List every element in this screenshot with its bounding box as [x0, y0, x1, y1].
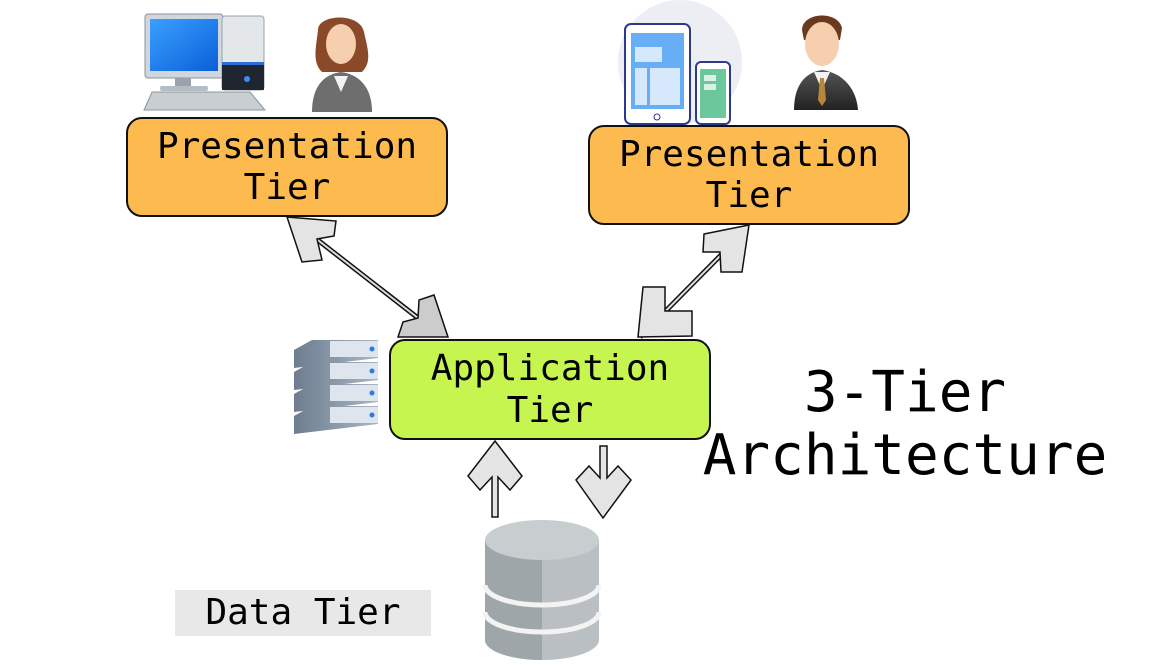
diagram-title-line1: 3-Tier	[803, 360, 1007, 425]
tablet-phone-icon	[618, 0, 742, 125]
desktop-computer-icon	[143, 13, 267, 111]
diagram-title-line2: Architecture	[702, 422, 1108, 488]
presentation-tier-left-line2: Tier	[243, 167, 331, 208]
male-user-icon	[794, 15, 858, 110]
database-icon	[482, 520, 602, 660]
server-rack-icon	[294, 340, 378, 434]
bidirectional-arrow-left	[285, 216, 450, 338]
presentation-tier-left: Presentation Tier	[126, 117, 448, 217]
bidirectional-arrow-right	[637, 224, 750, 339]
data-tier-label: Data Tier	[175, 590, 431, 636]
application-tier-line2: Tier	[506, 389, 594, 431]
presentation-tier-left-line1: Presentation	[156, 125, 418, 167]
diagram-title: 3-Tier Architecture	[680, 360, 1130, 488]
downward-arrow	[575, 445, 632, 520]
application-tier: Application Tier	[389, 339, 711, 440]
female-user-icon	[312, 17, 372, 112]
presentation-tier-right-line2: Tier	[705, 175, 793, 216]
presentation-tier-right-line1: Presentation	[618, 133, 880, 175]
presentation-tier-right: Presentation Tier	[588, 125, 910, 225]
application-tier-line1: Application	[430, 348, 670, 390]
upward-arrow	[467, 439, 523, 518]
